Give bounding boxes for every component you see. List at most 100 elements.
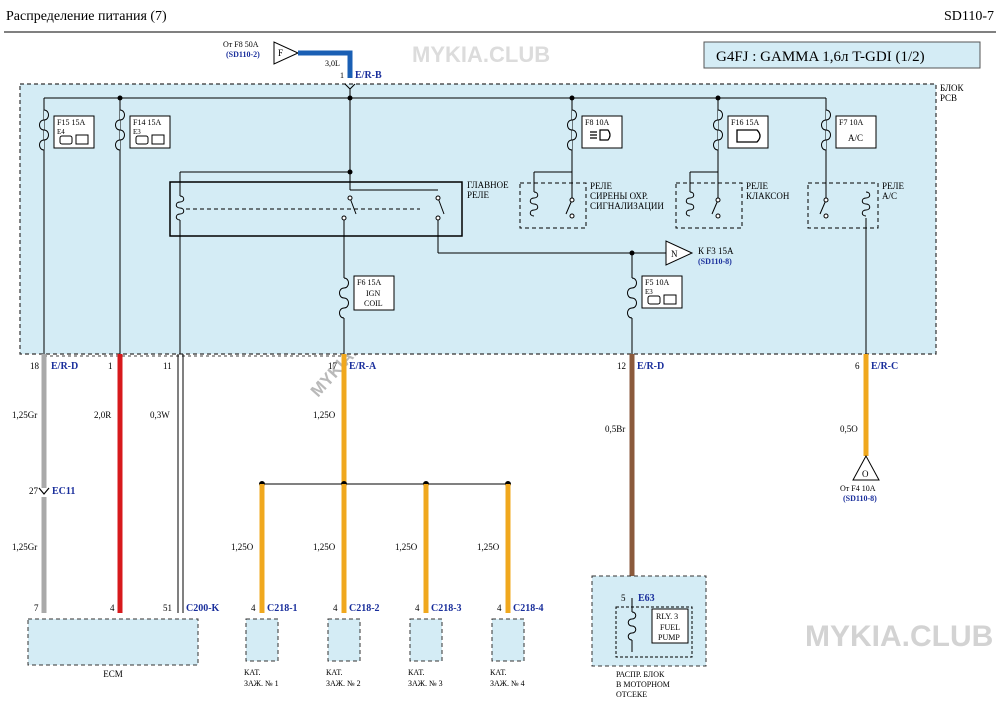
ac-relay-label1: РЕЛЕ [882,181,904,191]
fuse-f16-symbol [713,109,723,151]
connector-o-symbol [852,454,880,481]
conn-e-r-c: E/R-C [871,361,898,372]
coil-1-box [245,618,279,662]
pcb-label-line1: БЛОК [940,83,965,93]
wire-label-orange-main: 1,25O [313,410,336,420]
main-relay-label1: ГЛАВНОЕ [467,180,509,190]
siren-relay-coil [529,191,539,217]
headlight-icon [590,129,611,141]
fuel-pump-relay-coil [627,611,637,641]
main-relay-label2: РЕЛЕ [467,190,489,200]
relay-contact [823,197,829,203]
fuse-f14-box [129,115,171,149]
ecm-pin-51: 51 [163,603,172,613]
fuse-f8-box [581,115,623,149]
relay-contact [435,195,441,201]
engine-check-icon [135,135,149,145]
relay-contact [569,213,575,219]
source-top-from: От F8 50A [223,40,259,49]
fuse-f15-box [53,115,95,149]
ac-relay-coil [861,191,871,217]
coil-1-label1: КАТ. [244,668,261,677]
fuse-f5-code: E3 [645,288,653,296]
fuel-pump-relay-box [615,606,693,658]
siren-relay-label2: СИРЕНЫ ОХР. [590,191,648,201]
coil-2-label2: ЗАЖ. № 2 [326,679,361,688]
engine-label: G4FJ : GAMMA 1,6л T-GDI (1/2) [716,49,925,65]
ec11-chevron [38,487,50,495]
siren-relay-box [519,182,587,229]
engine-check-icon [59,135,73,145]
connector-f-symbol [273,41,300,65]
wire-label-red: 2,0R [94,410,111,420]
fuse-f6-label1: IGN [366,289,380,298]
engine-check-icon [647,295,661,305]
ecm-pin-4: 4 [110,603,115,613]
siren-relay-label3: СИГНАЛИЗАЦИИ [590,201,664,211]
engine-room-conn: E63 [638,593,655,604]
wire-label-orange-right: 0,5O [840,424,858,434]
coil-4-pin: 4 [497,603,502,613]
book-icon [663,294,677,305]
ac-relay-label2: A/C [882,191,897,201]
fuse-f6-box [353,275,395,311]
fuel-pump-relay-l1: FUEL [660,623,680,632]
fuse-f6-label2: COIL [364,299,383,308]
coil-3-pin: 4 [415,603,420,613]
conn-e-r-b: E/R-B [355,70,382,81]
pcb-label-line2: PCB [940,93,957,103]
fuse-f14-symbol [115,109,125,151]
connector-o-letter: O [862,469,869,479]
fuse-f15-code: E4 [57,128,65,136]
horn-relay-coil [685,191,695,217]
book-icon [75,134,89,145]
ac-relay-box [807,182,879,229]
relay-contact [347,195,353,201]
coil-4-box [491,618,525,662]
pin-1-top: 1 [340,71,344,80]
coil-4-label1: КАТ. [490,668,507,677]
ecm-label: ECM [103,669,123,679]
ecm-conn: C200-K [186,603,220,614]
book-icon [151,134,165,145]
wire-blue-3-0l [298,50,353,78]
coil-3-label2: ЗАЖ. № 3 [408,679,443,688]
coil-4-label2: ЗАЖ. № 4 [490,679,525,688]
relay-contact [435,215,441,221]
siren-relay-switch [565,199,573,215]
wire-label-c2: 1,25O [313,542,336,552]
fuse-f7-name: F7 10A [839,118,863,127]
pcb-block [19,83,937,355]
fuse-f14-name: F14 15A [133,118,161,127]
fuse-f5-box [641,275,683,309]
wire-label-gr-top: 1,25Gr [12,410,37,420]
conn-e-r-d-left: E/R-D [51,361,78,372]
relay-contact [823,213,829,219]
page-code: SD110-7 [944,9,994,24]
wire-label-brown: 0,5Br [605,424,625,434]
watermark-bottom: MYKIA.CLUB [805,620,993,653]
fuse-f16-name: F16 15A [731,118,759,127]
watermark-top: MYKIA.CLUB [412,42,550,67]
source-top-ref: (SD110-2) [226,50,260,59]
to-f3-ref: (SD110-8) [698,257,732,266]
ac-relay-switch [819,199,827,215]
coil-2-label1: КАТ. [326,668,343,677]
engine-room-pin: 5 [621,593,626,603]
fuse-f7-box [835,115,877,149]
main-relay-coil [175,195,185,221]
engine-room-label1: РАСПР. БЛОК [616,670,665,679]
engine-room-label3: ОТСЕКЕ [616,690,647,699]
connector-n-symbol [665,240,694,266]
engine-label-box [703,41,981,69]
horn-icon [736,129,761,143]
fuse-f15-symbol [39,109,49,151]
coil-1-conn: C218-1 [267,603,298,614]
fuel-pump-relay-label-box [651,608,689,644]
coil-1-label2: ЗАЖ. № 1 [244,679,279,688]
engine-room-box [591,575,707,667]
horn-relay-label1: РЕЛЕ [746,181,768,191]
horn-relay-box [675,182,743,229]
